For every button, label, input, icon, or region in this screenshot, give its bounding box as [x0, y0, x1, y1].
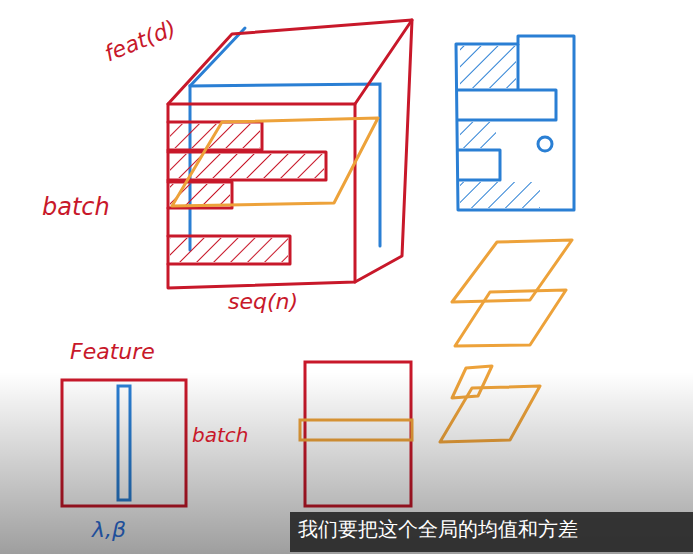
video-shade — [0, 372, 693, 554]
tensor-cube — [168, 20, 412, 288]
axis-label: seq(n) — [228, 290, 298, 314]
axis-label: batch — [192, 424, 248, 446]
subtitle-text: 我们要把这个全局的均值和方差 — [298, 518, 578, 540]
layer-hatching — [460, 46, 540, 208]
sequence-hatching — [170, 124, 324, 262]
subtitle-band — [290, 512, 693, 552]
axis-label: feat(d) — [99, 15, 181, 67]
sample-slice — [172, 118, 378, 206]
parameter-label: λ,β — [92, 518, 126, 542]
layer-view — [456, 36, 574, 210]
axis-label: batch — [42, 194, 110, 220]
axis-label: Feature — [70, 340, 155, 364]
